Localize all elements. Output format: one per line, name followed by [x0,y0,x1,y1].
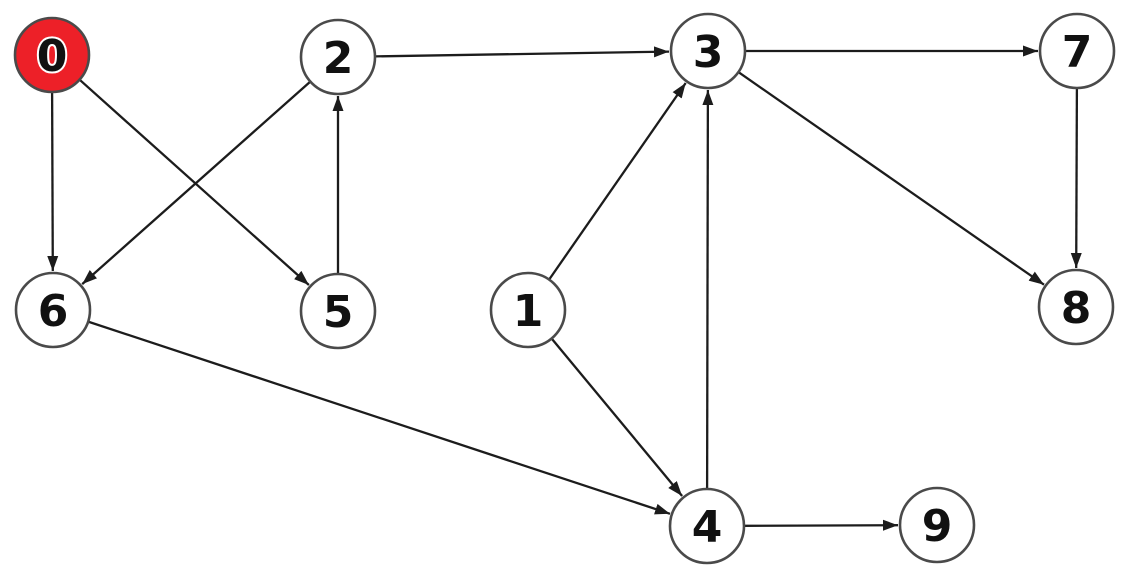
node-circle-3 [669,12,747,90]
edges-layer [47,45,1082,531]
edge-4-9 [743,519,899,531]
node-8: 8 [1037,268,1115,346]
node-4: 4 [668,487,746,565]
node-9: 9 [898,486,976,564]
nodes-layer: 0 1 2 3 4 5 6 7 8 9 [13,12,1116,565]
node-1: 1 [489,271,567,349]
node-circle-0 [13,16,91,94]
edge-4-3 [702,89,714,490]
node-circle-2 [299,18,377,96]
node-circle-9 [898,486,976,564]
edge-2-3 [374,46,670,58]
node-circle-8 [1037,268,1115,346]
node-2: 2 [299,18,377,96]
node-label-4: 4 [692,502,723,553]
node-5: 5 [299,272,377,350]
node-label-1: 1 [513,286,544,337]
node-circle-1 [489,271,567,349]
node-label-5: 5 [323,287,354,338]
edge-6-4 [87,320,671,515]
node-7: 7 [1038,12,1116,90]
node-circle-6 [14,271,92,349]
node-circle-4 [668,487,746,565]
node-label-3: 3 [693,27,724,78]
node-label-8: 8 [1061,283,1092,334]
node-3: 3 [669,12,747,90]
edge-3-8 [737,71,1045,286]
node-label-9: 9 [922,501,953,552]
node-label-7: 7 [1062,27,1093,78]
edge-0-6 [47,91,59,272]
edge-0-5 [78,78,310,286]
node-circle-5 [299,272,377,350]
edge-7-8 [1070,87,1082,269]
node-label-2: 2 [323,33,354,84]
edge-2-6 [81,80,312,285]
edge-1-3 [548,82,687,281]
edge-1-4 [550,337,683,497]
node-label-6: 6 [38,286,69,337]
node-label-0: 0 [37,31,68,82]
node-0-highlighted: 0 [13,16,91,94]
node-circle-7 [1038,12,1116,90]
node-6: 6 [14,271,92,349]
